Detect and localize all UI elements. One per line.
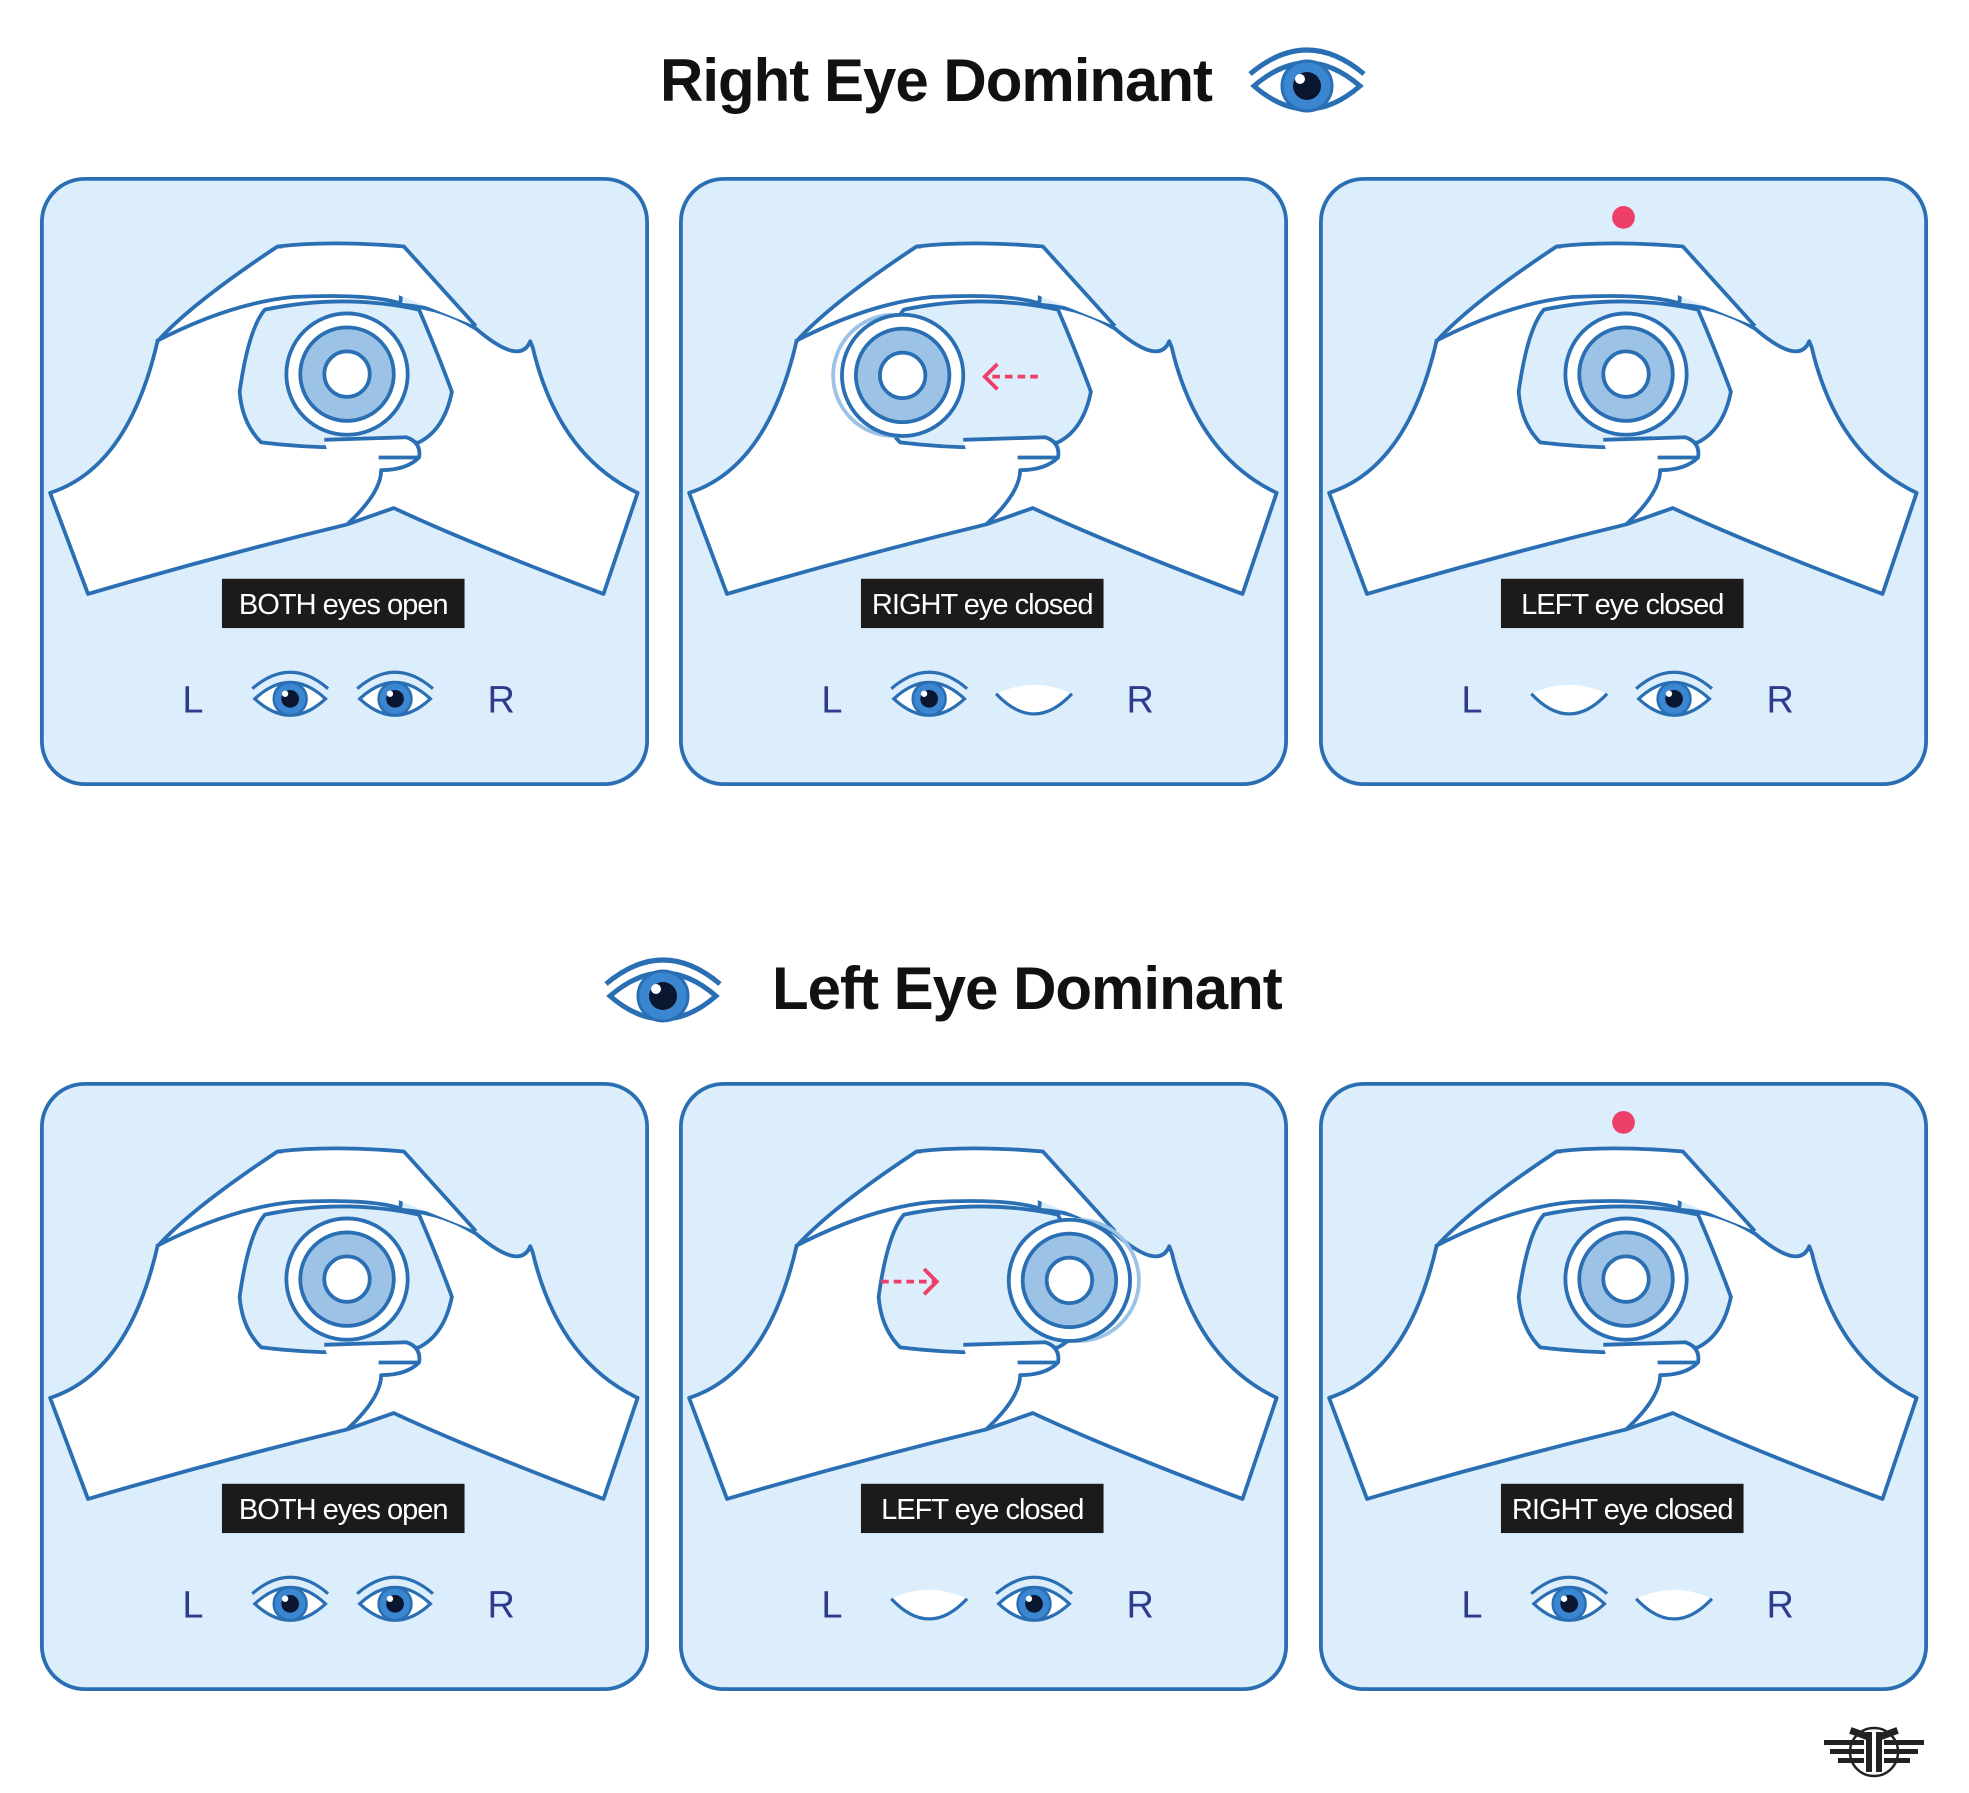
right-eye-letter: R [487,1585,514,1627]
section-title-right-eye-dominant: Right Eye Dominant [660,47,1213,114]
view-target-ring [284,311,410,437]
view-target-ring [1563,311,1689,437]
shift-arrow-icon [881,1267,940,1296]
left-eye-letter: L [1461,680,1482,722]
right-eye-letter: R [1126,680,1153,722]
target-dot [1612,1111,1635,1134]
open-eye-icon [251,670,330,717]
section-title-left-eye-dominant: Left Eye Dominant [772,955,1283,1022]
panel-right-left-closed: LEFT eye closed L R [1319,177,1928,786]
open-eye-icon [251,1575,330,1622]
open-eye-icon [1635,670,1713,717]
eye-icon [1248,47,1366,113]
view-target-ring [284,1216,410,1342]
right-eye-letter: R [1126,1585,1153,1627]
state-label: RIGHT eye closed [872,589,1093,621]
state-label-box [1500,1483,1744,1534]
state-label: BOTH eyes open [239,1494,448,1526]
state-label: RIGHT eye closed [1512,1494,1733,1526]
left-eye-letter: L [821,1585,842,1627]
winged-pistols-logo [1824,1726,1924,1778]
right-eye-letter: R [1766,1585,1793,1627]
open-eye-icon [356,670,434,717]
left-eye-letter: L [821,680,842,722]
view-target-ring [1006,1217,1132,1343]
panel-left-left-closed: LEFT eye closed L R [679,1082,1288,1691]
panel-left-both-open: BOTH eyes open L R [40,1082,649,1691]
state-label: LEFT eye closed [881,1494,1083,1526]
open-eye-icon [356,1575,434,1622]
state-label-box [1500,578,1744,629]
closed-eye-icon [890,1589,969,1621]
state-label-box [221,1483,465,1534]
panel-right-both-open: BOTH eyes open L R [40,177,649,786]
target-dot [1612,206,1635,229]
closed-eye-icon [994,684,1074,716]
left-eye-letter: L [182,1585,203,1627]
left-eye-letter: L [182,680,203,722]
open-eye-icon [995,1575,1073,1622]
hands-illustration [48,1146,640,1501]
panel-left-right-closed: RIGHT eye closed L R [1319,1082,1928,1691]
state-label-box [860,578,1104,629]
state-label-box [860,1483,1104,1534]
open-eye-icon [1530,1575,1609,1622]
state-label: LEFT eye closed [1521,589,1723,621]
view-target-ring [840,312,966,438]
right-eye-letter: R [1766,680,1793,722]
state-label-box [221,578,465,629]
open-eye-icon [890,670,969,717]
eye-icon [604,957,722,1023]
closed-eye-icon [1634,1589,1714,1621]
left-eye-letter: L [1461,1585,1482,1627]
shift-arrow-icon [982,362,1038,391]
state-label: BOTH eyes open [239,589,448,621]
panel-right-right-closed: RIGHT eye closed L R [679,177,1288,786]
view-target-ring [1563,1216,1689,1342]
right-eye-letter: R [487,680,514,722]
closed-eye-icon [1530,684,1609,716]
